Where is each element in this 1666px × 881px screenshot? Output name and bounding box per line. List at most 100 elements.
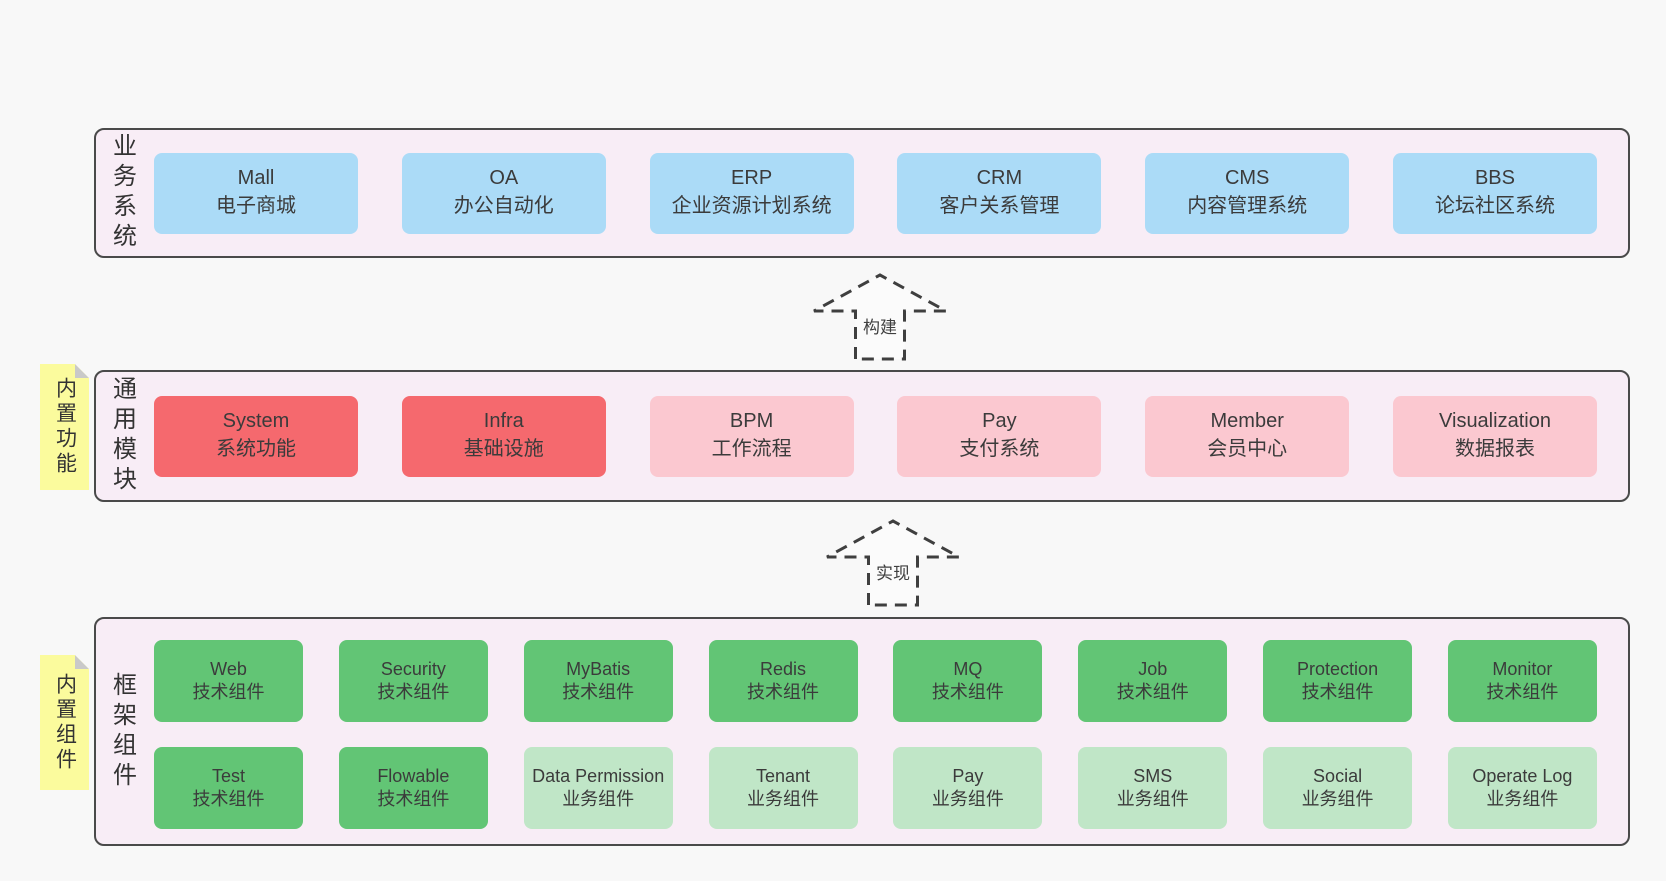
box-subtitle: 技术组件 [562, 682, 635, 702]
box-title: Pay [982, 410, 1017, 433]
box-title: Tenant [756, 765, 811, 786]
box-title: CMS [1224, 167, 1270, 190]
box-tenant: Tenant 业务组件 [708, 747, 858, 829]
box-title: OA [489, 167, 519, 190]
box-title: BPM [729, 410, 774, 433]
box-data-permission: Data Permission 业务组件 [523, 747, 673, 829]
box-title: Redis [760, 658, 807, 679]
box-subtitle: 企业资源计划系统 [671, 195, 832, 217]
folded-corner-icon [75, 364, 89, 378]
builtin-components-sticky-label: 内置组件 [53, 672, 77, 773]
box-subtitle: 会员中心 [1207, 438, 1288, 460]
box-title: Mall [237, 167, 275, 190]
box-title: Test [211, 765, 245, 786]
build-arrow: 构建 [812, 273, 948, 361]
box-title: Monitor [1492, 658, 1553, 679]
box-subtitle: 论坛社区系统 [1434, 195, 1555, 217]
business-boxes-row: Mall 电子商城 OA 办公自动化 ERP 企业资源计划系统 CRM 客户关系… [154, 130, 1597, 256]
box-mybatis: MyBatis 技术组件 [523, 640, 673, 722]
box-subtitle: 技术组件 [192, 682, 265, 702]
framework-components-label: 框架组件 [108, 671, 136, 792]
box-protection: Protection 技术组件 [1263, 640, 1413, 722]
framework-components-panel: 框架组件 Web 技术组件 Security 技术组件 MyBatis 技术组件… [94, 617, 1630, 846]
box-cms: CMS 内容管理系统 [1145, 152, 1350, 234]
box-title: MQ [953, 658, 983, 679]
build-arrow-label: 构建 [860, 313, 900, 338]
box-visualization: Visualization 数据报表 [1392, 395, 1597, 477]
box-title: Member [1210, 410, 1284, 433]
box-sms: SMS 业务组件 [1078, 747, 1228, 829]
box-title: CRM [976, 167, 1023, 190]
box-redis: Redis 技术组件 [708, 640, 858, 722]
box-bbs: BBS 论坛社区系统 [1392, 152, 1597, 234]
box-system: System 系统功能 [154, 395, 358, 477]
implement-arrow: 实现 [825, 519, 961, 607]
box-job: Job 技术组件 [1078, 640, 1228, 722]
builtin-components-sticky: 内置组件 [40, 655, 89, 790]
box-subtitle: 技术组件 [377, 682, 450, 702]
framework-boxes-grid: Web 技术组件 Security 技术组件 MyBatis 技术组件 Redi… [154, 640, 1597, 829]
builtin-features-sticky: 内置功能 [40, 364, 89, 490]
box-title: SMS [1133, 765, 1173, 786]
box-subtitle: 业务组件 [747, 789, 820, 809]
box-title: Job [1138, 658, 1168, 679]
box-infra: Infra 基础设施 [401, 395, 606, 477]
box-crm: CRM 客户关系管理 [897, 152, 1102, 234]
box-title: Pay [952, 765, 984, 786]
business-systems-label: 业务系统 [108, 133, 136, 253]
box-subtitle: 技术组件 [1116, 682, 1189, 702]
box-subtitle: 技术组件 [377, 789, 450, 809]
box-subtitle: 技术组件 [931, 682, 1004, 702]
box-subtitle: 电子商城 [216, 195, 296, 217]
modules-boxes-row: System 系统功能 Infra 基础设施 BPM 工作流程 Pay 支付系统… [154, 372, 1597, 500]
box-operate-log: Operate Log 业务组件 [1447, 747, 1597, 829]
box-title: Web [210, 658, 247, 679]
box-subtitle: 办公自动化 [453, 195, 554, 217]
box-subtitle: 技术组件 [1486, 682, 1559, 702]
box-member: Member 会员中心 [1145, 395, 1350, 477]
folded-corner-icon [75, 655, 89, 669]
box-subtitle: 基础设施 [463, 438, 544, 460]
box-title: BBS [1474, 167, 1515, 190]
builtin-features-sticky-label: 内置功能 [53, 377, 77, 477]
box-subtitle: 技术组件 [192, 789, 265, 809]
box-subtitle: 业务组件 [1486, 789, 1559, 809]
box-erp: ERP 企业资源计划系统 [649, 152, 854, 234]
box-subtitle: 技术组件 [1301, 682, 1374, 702]
box-mq: MQ 技术组件 [893, 640, 1043, 722]
box-security: Security 技术组件 [338, 640, 488, 722]
box-pay: Pay 支付系统 [897, 395, 1102, 477]
box-subtitle: 客户关系管理 [939, 195, 1060, 217]
box-pay-component: Pay 业务组件 [893, 747, 1043, 829]
box-title: Protection [1297, 658, 1379, 679]
box-title: Data Permission [532, 765, 665, 786]
implement-arrow-label: 实现 [873, 559, 913, 584]
box-title: Flowable [377, 765, 450, 786]
box-subtitle: 业务组件 [562, 789, 635, 809]
box-title: MyBatis [566, 658, 631, 679]
box-subtitle: 业务组件 [1301, 789, 1374, 809]
box-title: ERP [731, 167, 773, 190]
business-systems-panel: 业务系统 Mall 电子商城 OA 办公自动化 ERP 企业资源计划系统 CRM… [94, 128, 1630, 258]
box-title: Operate Log [1472, 765, 1573, 786]
box-subtitle: 技术组件 [747, 682, 820, 702]
box-subtitle: 系统功能 [216, 438, 296, 460]
box-title: Social [1313, 765, 1363, 786]
box-subtitle: 数据报表 [1454, 438, 1535, 460]
box-oa: OA 办公自动化 [401, 152, 606, 234]
common-modules-label: 通用模块 [108, 376, 136, 496]
box-title: Security [380, 658, 446, 679]
box-web: Web 技术组件 [154, 640, 303, 722]
box-bpm: BPM 工作流程 [649, 395, 854, 477]
box-test: Test 技术组件 [154, 747, 303, 829]
box-title: Visualization [1439, 410, 1551, 433]
box-subtitle: 业务组件 [1116, 789, 1189, 809]
box-subtitle: 业务组件 [931, 789, 1004, 809]
box-flowable: Flowable 技术组件 [338, 747, 488, 829]
box-subtitle: 内容管理系统 [1187, 195, 1308, 217]
box-title: Infra [483, 410, 524, 433]
box-subtitle: 工作流程 [711, 438, 792, 460]
box-subtitle: 支付系统 [959, 438, 1040, 460]
box-title: System [222, 410, 290, 433]
box-mall: Mall 电子商城 [154, 152, 358, 234]
